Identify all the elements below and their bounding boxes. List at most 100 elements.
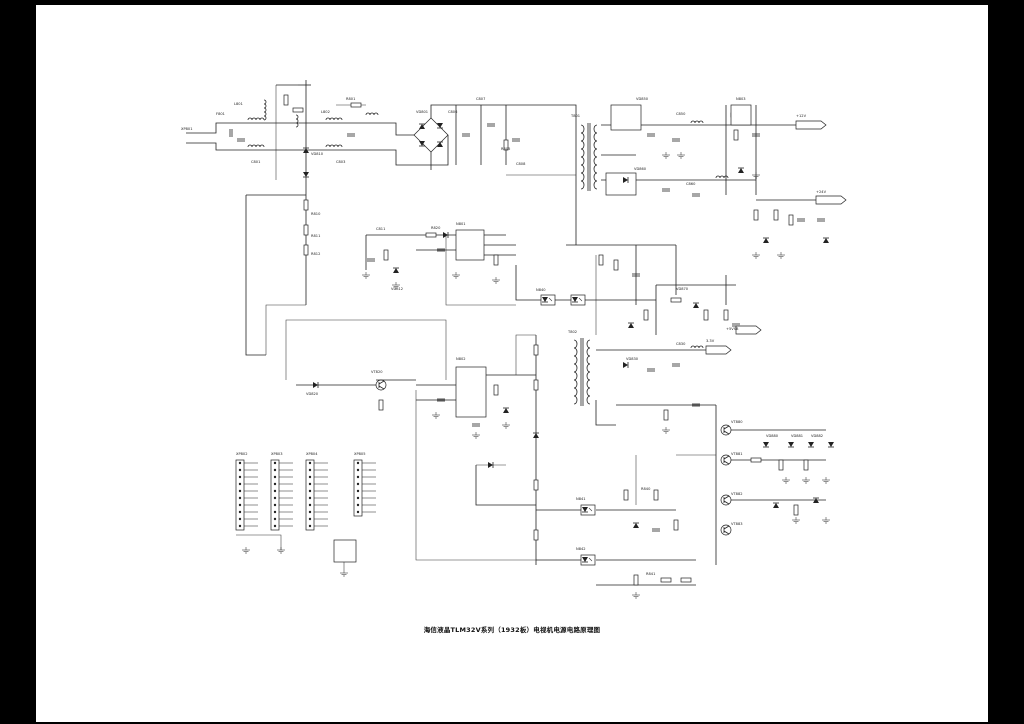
inductor-symbol [333, 144, 339, 148]
resistor-symbol [598, 254, 604, 266]
inductor-symbol [263, 99, 267, 105]
transformer-winding [573, 379, 578, 389]
diode-symbol [393, 268, 399, 273]
resistor-symbol [778, 459, 784, 471]
ic-symbol [305, 459, 315, 531]
transformer-winding [573, 395, 578, 405]
inductor-symbol [255, 117, 261, 121]
component-label: VD882 [811, 434, 823, 438]
inductor-symbol [698, 120, 704, 124]
diode-symbol [623, 362, 628, 368]
inductor-symbol [690, 120, 696, 124]
connector-pin [273, 517, 277, 521]
inductor-symbol [247, 117, 253, 121]
inductor-symbol [251, 144, 257, 148]
resistor-symbol [723, 309, 729, 321]
resistor-symbol [350, 102, 362, 108]
transformer-winding [573, 347, 578, 357]
resistor-symbol [383, 249, 389, 261]
inductor-symbol [698, 345, 704, 349]
resistor-symbol [680, 577, 692, 583]
resistor-symbol [425, 232, 437, 238]
component-label: N842 [576, 547, 586, 551]
transformer-winding [593, 164, 598, 174]
connector-pin [273, 468, 277, 472]
wire [376, 135, 449, 166]
connector-pin [273, 475, 277, 479]
resistor-symbol [283, 94, 289, 106]
component-label: T801 [570, 114, 580, 118]
component-label: C808 [516, 162, 526, 166]
diode-symbol [828, 442, 834, 447]
resistor-symbol [643, 309, 649, 321]
inductor-symbol [263, 111, 267, 117]
transistor-symbol [378, 385, 385, 390]
transistor-symbol [723, 525, 730, 530]
transformer-winding [573, 371, 578, 381]
connector-pin [238, 517, 242, 521]
inductor-symbol [694, 120, 700, 124]
transistor-symbol [375, 379, 387, 391]
diagram-title: 海信液晶TLM32V系列（1932板）电视机电源电路原理图 [423, 626, 601, 634]
transistor-symbol [720, 494, 732, 506]
diode-symbol [738, 168, 744, 173]
component-label: XP803 [271, 452, 283, 456]
resistor-symbol [533, 379, 539, 391]
transformer-winding [580, 148, 585, 158]
wire [285, 319, 447, 380]
component-label: VD810 [311, 152, 324, 156]
diode-symbol [313, 382, 318, 388]
component-label: VT880 [731, 420, 743, 424]
diode-symbol [582, 507, 588, 512]
resistor-symbol [613, 259, 619, 271]
ic-symbol [270, 459, 280, 531]
inductor-symbol [259, 117, 265, 121]
diode-symbol [419, 124, 425, 129]
transformer-winding [593, 124, 598, 134]
component-label: L801 [234, 102, 243, 106]
inductor-symbol [263, 115, 267, 121]
connector-pin [356, 475, 360, 479]
component-label: C801 [251, 160, 260, 164]
component-label: VT882 [731, 492, 743, 496]
connector-pin [308, 468, 312, 472]
connector-pin [273, 510, 277, 514]
transformer-winding [586, 347, 591, 357]
diode-symbol [823, 238, 829, 243]
resistor-symbol [750, 457, 762, 463]
diode-symbol [582, 557, 588, 562]
resistor-symbol [303, 244, 309, 256]
connector-pin [356, 496, 360, 500]
resistor-symbol [703, 309, 709, 321]
transistor-symbol [720, 424, 732, 436]
component-label: XP805 [354, 452, 366, 456]
component-label: C811 [376, 227, 385, 231]
resistor-symbol [533, 344, 539, 356]
transformer-winding [586, 395, 591, 405]
diode-symbol [437, 123, 443, 128]
transistor-symbol [723, 425, 730, 430]
transformer-winding [586, 387, 591, 397]
connector-pin [238, 461, 242, 465]
inductor-symbol [295, 118, 299, 124]
inductor-symbol [325, 144, 331, 148]
diode-symbol [488, 462, 493, 468]
diode-symbol [628, 323, 634, 328]
resistor-symbol [292, 107, 304, 113]
component-label: VD880 [766, 434, 779, 438]
component-label: R812 [311, 252, 320, 256]
wire [245, 195, 266, 356]
resistor-symbol [378, 399, 384, 411]
inductor-symbol [337, 117, 343, 121]
diode-symbol [437, 142, 443, 147]
ic-symbol [333, 539, 357, 563]
component-label: XP804 [306, 452, 318, 456]
inductor-symbol [329, 144, 335, 148]
wire [445, 235, 516, 306]
connector-pin [273, 503, 277, 507]
output-port [795, 120, 827, 130]
connector-pin [308, 517, 312, 521]
component-label: VD881 [791, 434, 803, 438]
